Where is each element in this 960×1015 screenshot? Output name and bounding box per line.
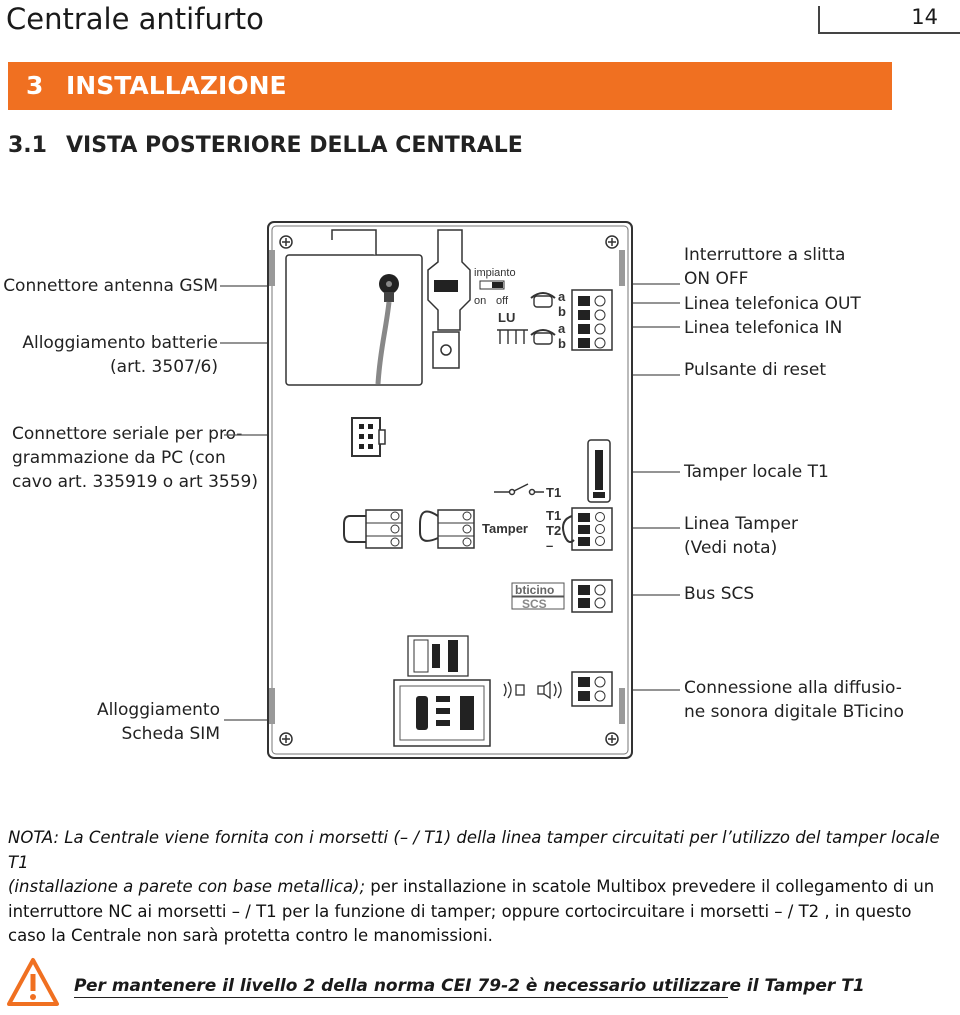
note-line-1: NOTA: La Centrale viene fornita con i mo… bbox=[8, 828, 940, 872]
speaker-icon bbox=[503, 680, 562, 700]
label-line-out: Linea telefonica OUT bbox=[684, 294, 861, 314]
reset-button-icon bbox=[440, 344, 452, 356]
section-title: INSTALLAZIONE bbox=[66, 71, 287, 100]
phone-terminal-block bbox=[571, 289, 613, 351]
label-audio-2: ne sonora digitale BTicino bbox=[684, 702, 905, 722]
label-serial-1: Connettore seriale per pro- bbox=[12, 424, 243, 444]
label-sim-2: Scheda SIM bbox=[121, 724, 220, 744]
label-antenna: Connettore antenna GSM bbox=[3, 276, 218, 296]
tamper-text: Tamper bbox=[482, 521, 528, 536]
tamper-terminal-block bbox=[562, 507, 613, 551]
svg-text:SCS: SCS bbox=[522, 597, 547, 611]
label-batteries-2: (art. 3507/6) bbox=[110, 357, 218, 377]
terminal-b-out: b bbox=[558, 304, 566, 319]
slide-switch-icon bbox=[434, 280, 458, 292]
terminal-a-out: a bbox=[558, 289, 566, 304]
section-number: 3 bbox=[26, 71, 44, 100]
subsection-number: 3.1 bbox=[8, 133, 47, 158]
label-tamper-line-1: Linea Tamper bbox=[684, 514, 799, 534]
label-batteries-1: Alloggiamento batterie bbox=[22, 333, 218, 353]
tamper-jumper-plug bbox=[419, 509, 475, 549]
terminal-t1: T1 bbox=[546, 508, 561, 523]
warning-triangle-icon bbox=[7, 958, 59, 1006]
note-line-2-rest: per installazione in scatole Multibox pr… bbox=[365, 877, 935, 896]
side-slot bbox=[619, 688, 625, 724]
label-sim-1: Alloggiamento bbox=[96, 700, 220, 720]
label-tamper-local: Tamper locale T1 bbox=[684, 462, 829, 482]
serial-connector bbox=[351, 417, 386, 457]
label-serial-3: cavo art. 335919 o art 3559) bbox=[12, 472, 258, 492]
sim-card-icon bbox=[407, 635, 469, 677]
tamper-t1-label: T1 bbox=[546, 485, 561, 500]
svg-text:bticino: bticino bbox=[515, 583, 554, 597]
note-line-4: caso la Centrale non sarà protetta contr… bbox=[8, 926, 493, 945]
warning-underline bbox=[74, 997, 728, 998]
label-reset: Pulsante di reset bbox=[684, 360, 827, 380]
phone-icon bbox=[530, 292, 556, 308]
note-line-2: (installazione a parete con base metalli… bbox=[8, 875, 948, 900]
terminal-minus: – bbox=[546, 538, 553, 553]
phone-icon bbox=[530, 329, 556, 345]
terminal-b-in: b bbox=[558, 336, 566, 351]
local-tamper-switch bbox=[587, 439, 611, 503]
side-slot bbox=[269, 250, 275, 286]
note-line-2-italic: (installazione a parete con base metalli… bbox=[8, 877, 366, 896]
label-switch-2: ON OFF bbox=[684, 269, 749, 289]
tamper-switch-symbol-icon bbox=[494, 483, 544, 496]
label-bus: Bus SCS bbox=[684, 584, 755, 604]
sim-holder bbox=[393, 679, 491, 747]
label-audio-1: Connessione alla diffusio- bbox=[684, 678, 902, 698]
tamper-jumper-plug bbox=[343, 509, 403, 549]
terminal-t2: T2 bbox=[546, 523, 561, 538]
label-switch-1: Interruttore a slitta bbox=[684, 245, 846, 265]
label-tamper-line-2: (Vedi nota) bbox=[684, 538, 778, 558]
lu-text: LU bbox=[498, 310, 515, 325]
label-serial-2: grammazione da PC (con bbox=[12, 448, 226, 468]
subsection-title: VISTA POSTERIORE DELLA CENTRALE bbox=[66, 133, 523, 158]
note-line-3: interruttore NC ai morsetti – / T1 per l… bbox=[8, 901, 912, 921]
side-slot bbox=[619, 250, 625, 286]
label-line-in: Linea telefonica IN bbox=[684, 318, 843, 338]
page-number: 14 bbox=[911, 5, 938, 29]
line-symbol-icon bbox=[497, 329, 528, 344]
document-title: Centrale antifurto bbox=[6, 2, 264, 36]
antenna-cable bbox=[375, 301, 392, 385]
page-number-frame bbox=[818, 6, 960, 34]
audio-terminal-block bbox=[571, 671, 613, 707]
side-slot bbox=[269, 688, 275, 724]
terminal-a-in: a bbox=[558, 321, 566, 336]
on-text: on bbox=[474, 295, 486, 307]
battery-compartment bbox=[285, 254, 423, 386]
off-text: off bbox=[496, 295, 509, 307]
section-header: 3 INSTALLAZIONE bbox=[8, 62, 892, 110]
note-block: NOTA: La Centrale viene fornita con i mo… bbox=[8, 826, 948, 949]
rear-view-diagram: impianto on off LU a b a b bbox=[220, 221, 680, 759]
bticino-logo: bticino SCS bbox=[511, 582, 565, 611]
impianto-text: impianto bbox=[474, 267, 516, 279]
warning-text: Per mantenere il livello 2 della norma C… bbox=[74, 976, 865, 996]
bus-terminal-block bbox=[571, 579, 613, 613]
